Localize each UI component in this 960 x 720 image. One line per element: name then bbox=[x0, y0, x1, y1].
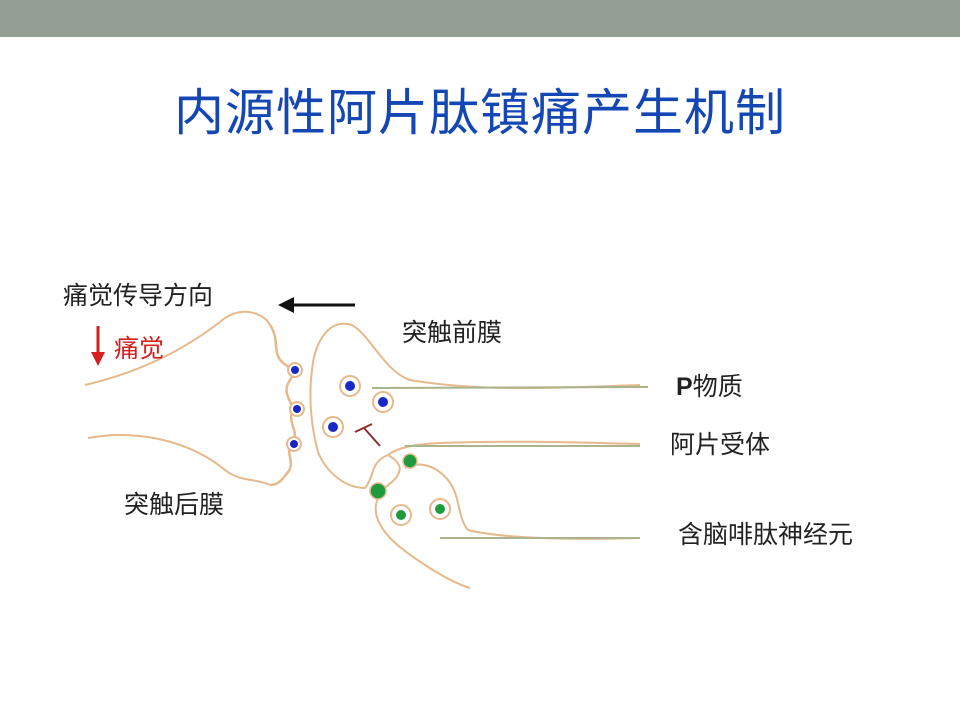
substance-p-pointer bbox=[371, 386, 649, 389]
opioid-receptor-label: 阿片受体 bbox=[670, 430, 771, 459]
substance-p-label: P物质 bbox=[676, 372, 743, 402]
presynaptic-membrane-label: 突触前膜 bbox=[402, 318, 503, 347]
presynaptic-terminal-outline bbox=[309, 322, 641, 490]
postsynaptic-lower-outline bbox=[87, 434, 271, 486]
pain-direction-label: 痛觉传导方向 bbox=[63, 281, 214, 310]
enkephalin-neuron-outline bbox=[374, 454, 641, 589]
substance-p-suffix: 物质 bbox=[692, 372, 743, 401]
pain-label: 痛觉 bbox=[114, 334, 165, 363]
postsynaptic-membrane-label: 突触后膜 bbox=[124, 490, 225, 519]
enkephalin-vesicles bbox=[369, 453, 451, 526]
presynaptic-vesicles bbox=[322, 375, 394, 438]
postsynaptic-vesicles bbox=[286, 362, 305, 452]
enkephalin-neuron-label: 含脑啡肽神经元 bbox=[678, 520, 854, 549]
postsynaptic-upper-outline bbox=[84, 310, 271, 386]
slide-title: 内源性阿片肽镇痛产生机制 bbox=[174, 84, 786, 142]
top-band bbox=[0, 0, 960, 37]
opioid-receptor-symbol bbox=[354, 423, 381, 447]
pain-direction-arrow bbox=[278, 297, 355, 313]
substance-p-letter: P bbox=[676, 373, 693, 401]
pain-down-arrow bbox=[91, 326, 105, 366]
